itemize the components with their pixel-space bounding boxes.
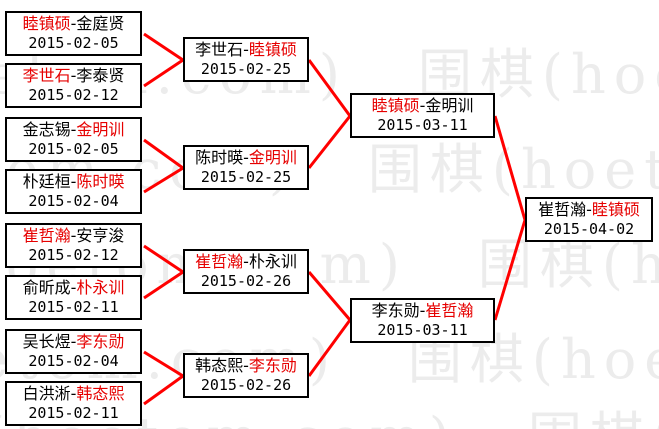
match-date: 2015-02-25 [200, 60, 292, 78]
player2-name: 李东勋 [76, 332, 125, 351]
name-separator: - [243, 40, 249, 59]
match-box-round1-1: 睦镇硕-金庭贤 2015-02-05 [5, 11, 142, 56]
player1-name: 朴廷桓 [22, 172, 71, 191]
player2-name: 李泰贤 [76, 66, 125, 85]
watermark-text: 围棋(hoetom.com) [477, 233, 659, 296]
connector-r1-pair4 [143, 350, 186, 406]
match-date: 2015-02-11 [28, 298, 119, 316]
match-date: 2015-02-12 [28, 246, 119, 264]
connector-r1-pair2 [143, 138, 186, 194]
player1-name: 李世石 [22, 66, 71, 85]
match-box-round1-8: 白洪淅-韩态熙 2015-02-11 [5, 381, 142, 426]
player1-name: 韩态熙 [195, 356, 244, 375]
watermark-text: 围棋(hoetom.com) [528, 406, 659, 429]
match-date: 2015-03-11 [377, 321, 468, 339]
name-separator: - [70, 66, 77, 85]
match-box-round1-6: 俞昕成-朴永训 2015-02-11 [5, 275, 142, 320]
player1-name: 吴长煜 [22, 332, 71, 351]
name-separator: - [70, 226, 77, 245]
match-date: 2015-04-02 [543, 220, 635, 238]
name-separator: - [419, 301, 426, 320]
match-box-round1-5: 崔哲瀚-安亨浚 2015-02-12 [5, 223, 142, 268]
player2-name: 崔哲瀚 [425, 301, 474, 320]
match-box-round2-4: 韩态熙-李东勋 2015-02-26 [183, 353, 309, 398]
player2-name: 金明训 [248, 148, 297, 167]
match-date: 2015-02-05 [28, 34, 119, 52]
player1-name: 陈时暎 [195, 148, 244, 167]
player1-name: 李东勋 [371, 301, 420, 320]
match-box-round2-1: 李世石-睦镇硕 2015-02-25 [183, 37, 309, 82]
player2-name: 韩态熙 [76, 384, 125, 403]
name-separator: - [70, 278, 77, 297]
match-box-round1-4: 朴廷桓-陈时暎 2015-02-04 [5, 169, 142, 214]
match-box-semifinal-1: 睦镇硕-金明训 2015-03-11 [350, 93, 495, 138]
match-box-round1-2: 李世石-李泰贤 2015-02-12 [5, 63, 142, 108]
watermark-text: 围棋(hoetom.com) [367, 138, 659, 201]
match-box-round2-3: 崔哲瀚-朴永训 2015-02-26 [183, 249, 309, 294]
match-box-round2-2: 陈时暎-金明训 2015-02-25 [183, 145, 309, 190]
player1-name: 崔哲瀚 [538, 200, 587, 219]
name-separator: - [70, 384, 77, 403]
player2-name: 陈时暎 [76, 172, 125, 191]
name-separator: - [70, 172, 77, 191]
connector-semifinal-pair [493, 115, 527, 321]
player2-name: 金明训 [76, 120, 125, 139]
match-box-round1-3: 金志锡-金明训 2015-02-05 [5, 117, 142, 162]
name-separator: - [243, 148, 249, 167]
player1-name: 睦镇硕 [371, 96, 420, 115]
match-date: 2015-02-05 [28, 140, 119, 158]
match-box-final: 崔哲瀚-睦镇硕 2015-04-02 [525, 197, 653, 242]
player2-name: 朴永训 [248, 252, 297, 271]
match-box-semifinal-2: 李东勋-崔哲瀚 2015-03-11 [350, 298, 495, 343]
player2-name: 安亨浚 [76, 226, 125, 245]
match-date: 2015-02-25 [200, 168, 292, 186]
name-separator: - [70, 14, 77, 33]
player1-name: 崔哲瀚 [195, 252, 244, 271]
connector-r1-pair1 [143, 32, 186, 88]
player1-name: 崔哲瀚 [22, 226, 71, 245]
player2-name: 金明训 [425, 96, 474, 115]
match-date: 2015-02-04 [28, 352, 119, 370]
player1-name: 金志锡 [22, 120, 71, 139]
name-separator: - [243, 252, 249, 271]
match-date: 2015-02-11 [28, 404, 119, 422]
player2-name: 睦镇硕 [248, 40, 297, 59]
player2-name: 金庭贤 [76, 14, 125, 33]
name-separator: - [243, 356, 249, 375]
player2-name: 朴永训 [76, 278, 125, 297]
player1-name: 李世石 [195, 40, 244, 59]
name-separator: - [70, 120, 77, 139]
name-separator: - [419, 96, 426, 115]
player2-name: 李东勋 [248, 356, 297, 375]
connector-r2-pair1 [307, 59, 352, 169]
connector-r1-pair3 [143, 244, 186, 300]
player1-name: 白洪淅 [22, 384, 71, 403]
match-date: 2015-03-11 [377, 116, 468, 134]
match-date: 2015-02-04 [28, 192, 119, 210]
name-separator: - [586, 200, 592, 219]
match-date: 2015-02-26 [200, 272, 292, 290]
player2-name: 睦镇硕 [591, 200, 640, 219]
player1-name: 睦镇硕 [22, 14, 71, 33]
match-date: 2015-02-12 [28, 86, 119, 104]
name-separator: - [70, 332, 77, 351]
match-date: 2015-02-26 [200, 376, 292, 394]
match-box-round1-7: 吴长煜-李东勋 2015-02-04 [5, 329, 142, 374]
player1-name: 俞昕成 [22, 278, 71, 297]
connector-r2-pair2 [307, 271, 352, 377]
